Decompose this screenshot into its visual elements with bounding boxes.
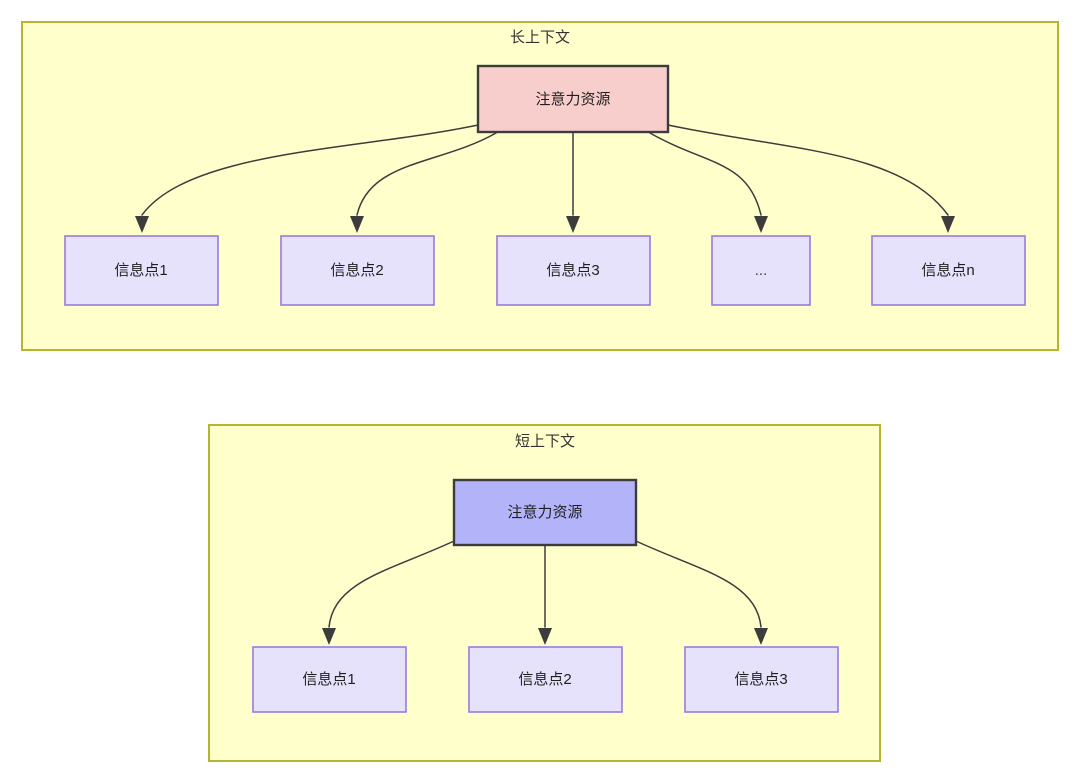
node-info-l2[interactable]: 信息点2 xyxy=(280,235,435,306)
node-label-info-l2: 信息点2 xyxy=(330,262,383,279)
node-rect-info-l1[interactable] xyxy=(64,235,219,306)
node-label-info-s2: 信息点2 xyxy=(518,671,571,688)
arrowhead-icon xyxy=(322,628,336,645)
edges-long-context xyxy=(135,124,955,233)
node-rect-info-l2[interactable] xyxy=(280,235,435,306)
node-info-s3[interactable]: 信息点3 xyxy=(684,646,839,713)
arrowhead-icon xyxy=(350,216,364,233)
group-long-context[interactable]: 长上下文 注意力资源 xyxy=(21,21,1059,351)
node-info-l3[interactable]: 信息点3 xyxy=(496,235,651,306)
group-short-context[interactable]: 短上下文 注意力资源 xyxy=(208,424,881,762)
node-rect-info-s1[interactable] xyxy=(252,646,407,713)
arrowhead-icon xyxy=(135,216,149,233)
node-info-l1[interactable]: 信息点1 xyxy=(64,235,219,306)
node-rect-info-s2[interactable] xyxy=(468,646,623,713)
node-label-info-l3: 信息点3 xyxy=(546,262,599,279)
edges-short-context xyxy=(322,540,768,645)
node-label-attention-short: 注意力资源 xyxy=(507,503,582,521)
arrowhead-icon xyxy=(566,216,580,233)
edge-attention-short-to-info-s1 xyxy=(322,540,455,645)
edge-attention-long-to-info-l3 xyxy=(566,132,580,233)
arrowhead-icon xyxy=(538,628,552,645)
node-label-info-s1: 信息点1 xyxy=(302,671,355,688)
edge-attention-long-to-info-l4 xyxy=(649,132,768,233)
node-rect-info-s3[interactable] xyxy=(684,646,839,713)
arrowhead-icon xyxy=(941,216,955,233)
edge-attention-long-to-info-l2 xyxy=(350,132,497,233)
edge-attention-short-to-info-s2 xyxy=(538,545,552,645)
node-label-info-l5: 信息点n xyxy=(921,262,974,279)
group-title-short-context: 短上下文 xyxy=(515,433,575,450)
arrowhead-icon xyxy=(754,216,768,233)
node-info-s1[interactable]: 信息点1 xyxy=(252,646,407,713)
node-label-info-l4: ... xyxy=(755,262,768,279)
node-info-s2[interactable]: 信息点2 xyxy=(468,646,623,713)
node-rect-info-l4[interactable] xyxy=(711,235,811,306)
node-info-l5[interactable]: 信息点n xyxy=(871,235,1026,306)
node-attention-short[interactable]: 注意力资源 xyxy=(452,478,638,547)
arrowhead-icon xyxy=(754,628,768,645)
edge-attention-long-to-info-l1 xyxy=(135,124,479,233)
node-rect-attention-long[interactable] xyxy=(476,64,670,134)
node-info-l4-ellipsis[interactable]: ... xyxy=(711,235,811,306)
node-rect-attention-short[interactable] xyxy=(452,478,638,547)
group-title-long-context: 长上下文 xyxy=(510,29,570,46)
node-attention-long[interactable]: 注意力资源 xyxy=(476,64,670,134)
node-label-attention-long: 注意力资源 xyxy=(535,90,610,108)
node-label-info-l1: 信息点1 xyxy=(114,262,167,279)
node-rect-info-l3[interactable] xyxy=(496,235,651,306)
node-rect-info-l5[interactable] xyxy=(871,235,1026,306)
edge-attention-long-to-info-l5 xyxy=(667,124,955,233)
edge-attention-short-to-info-s3 xyxy=(635,540,768,645)
node-label-info-s3: 信息点3 xyxy=(734,671,787,688)
